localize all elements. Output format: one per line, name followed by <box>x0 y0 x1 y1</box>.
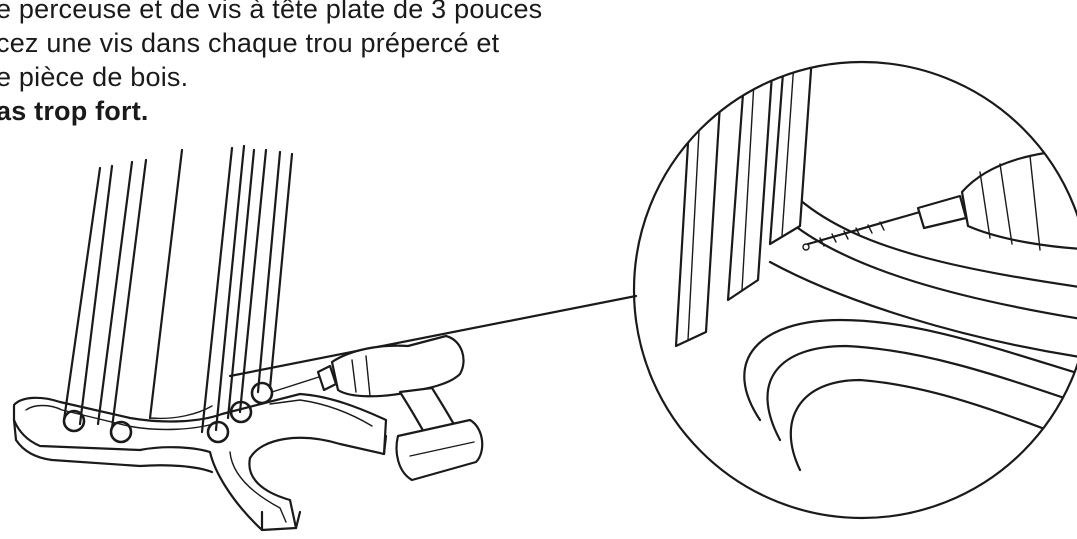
slat-3 <box>148 148 184 420</box>
slat-2 <box>96 158 148 430</box>
slat-4 <box>200 144 246 434</box>
slat-1 <box>62 164 114 426</box>
slat-6 <box>256 150 294 394</box>
detail-base-loop <box>743 318 1077 472</box>
screw-markers <box>62 381 274 444</box>
stand-base <box>12 392 388 532</box>
detail-drill-body <box>960 146 1077 252</box>
detail-magnifier <box>632 60 1077 520</box>
slat-5 <box>226 148 268 420</box>
screw-marker <box>206 420 230 444</box>
drill-bit <box>271 375 323 393</box>
drill-icon <box>271 334 484 482</box>
detail-circle-outline <box>632 60 1077 520</box>
detail-base-curve <box>768 198 1077 362</box>
instruction-warning: as trop fort. <box>0 96 149 126</box>
screw-marker <box>109 420 133 444</box>
instruction-line-2: cez une vis dans chaque trou prépercé et <box>0 28 500 58</box>
instruction-line-1: e perceuse et de vis à tête plate de 3 p… <box>0 0 543 24</box>
slat-back <box>149 405 213 420</box>
stand-base-edge <box>12 418 388 532</box>
screw-marker <box>229 400 253 424</box>
instruction-line-3: e pièce de bois. <box>0 62 189 92</box>
stand-assembly <box>12 144 638 532</box>
detail-slat-2 <box>726 72 774 302</box>
screw-marker <box>250 381 274 405</box>
instruction-text: e perceuse et de vis à tête plate de 3 p… <box>0 0 636 128</box>
detail-screw <box>806 210 922 246</box>
screw-marker <box>62 409 86 433</box>
detail-drill-chuck <box>916 194 968 230</box>
detail-leader-line <box>228 294 638 378</box>
detail-slat-3 <box>768 62 814 246</box>
drill-body <box>330 334 465 398</box>
